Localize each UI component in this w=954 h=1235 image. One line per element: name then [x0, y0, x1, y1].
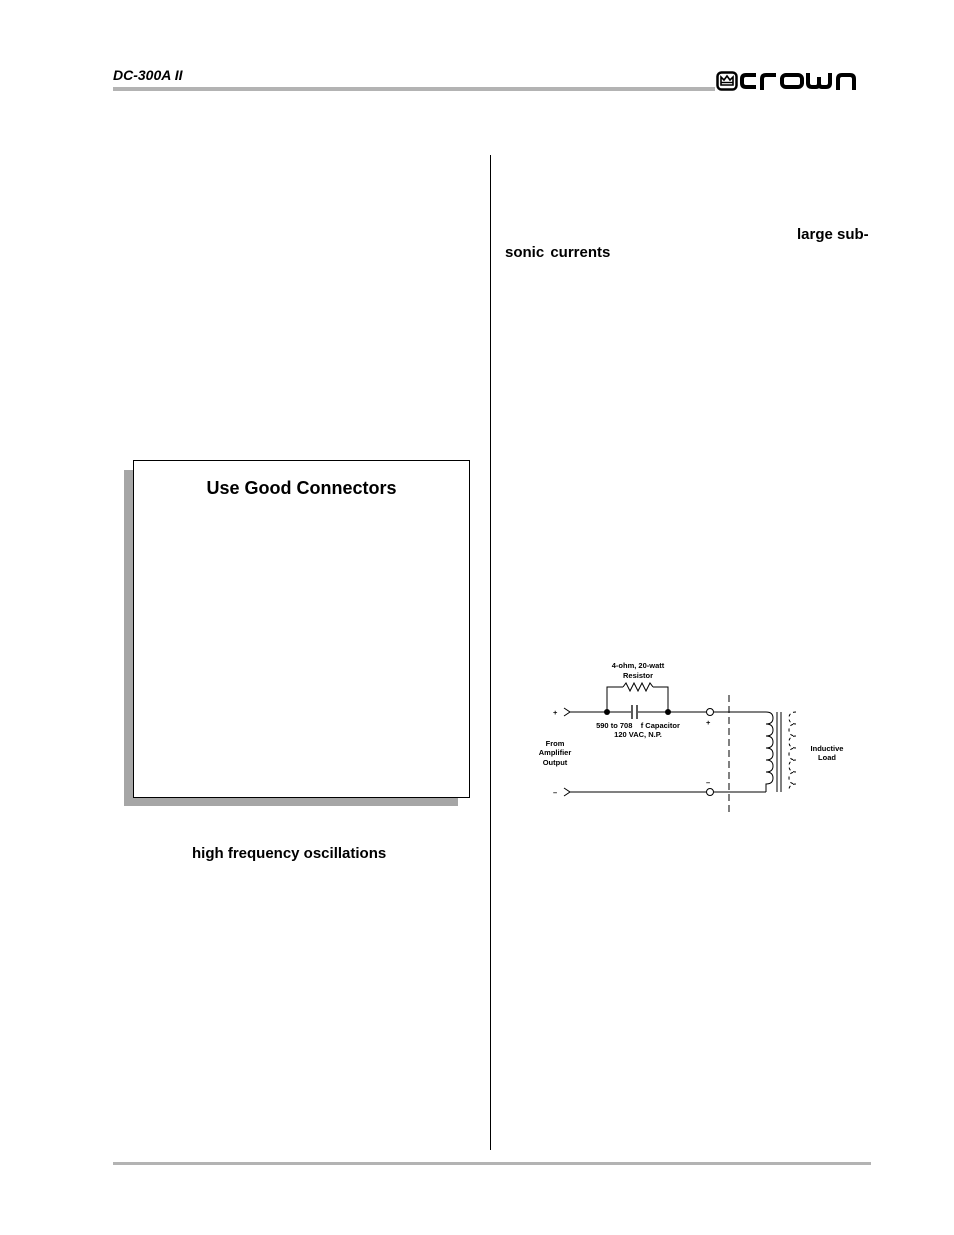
sidebar-box	[133, 460, 470, 798]
terminal-minus	[706, 788, 714, 796]
capacitor-label-line2: 120 VAC, N.P.	[614, 730, 662, 739]
load-label-line1: Inductive	[811, 744, 844, 753]
source-label-line1: From	[546, 739, 565, 748]
source-label-line3: Output	[543, 758, 568, 767]
inductive-load-circuit-diagram: 4-ohm, 20-watt Resistor 590 to 708 f Cap…	[539, 661, 844, 812]
source-label-line2: Amplifier	[539, 748, 572, 757]
right-text-fragment-sonic-currents: sonic currents	[505, 244, 611, 261]
resistor-label-line1: 4-ohm, 20-watt	[612, 661, 665, 670]
input-plus-sign: +	[553, 708, 558, 717]
right-text-fragment-large-sub: large sub-	[797, 226, 869, 243]
input-minus-sign: –	[553, 788, 557, 797]
crown-logo: crown	[716, 71, 856, 91]
secondary-coil	[788, 711, 797, 791]
footer-rule	[113, 1162, 871, 1165]
terminal-plus-sign: +	[706, 718, 711, 727]
resistor-zigzag	[622, 681, 654, 693]
sidebar-box-title: Use Good Connectors	[206, 478, 397, 498]
left-text-fragment-high-frequency: high frequency oscillations	[192, 845, 387, 862]
model-name: DC-300A II	[113, 67, 183, 83]
terminal-plus	[706, 708, 714, 716]
primary-coil	[765, 711, 774, 792]
terminal-minus-sign: –	[706, 778, 710, 787]
load-label-line2: Load	[818, 753, 836, 762]
capacitor-label-line1: 590 to 708 f Capacitor	[596, 721, 680, 730]
resistor-label-line2: Resistor	[623, 671, 653, 680]
column-divider	[490, 155, 491, 1150]
header-rule	[113, 87, 715, 91]
